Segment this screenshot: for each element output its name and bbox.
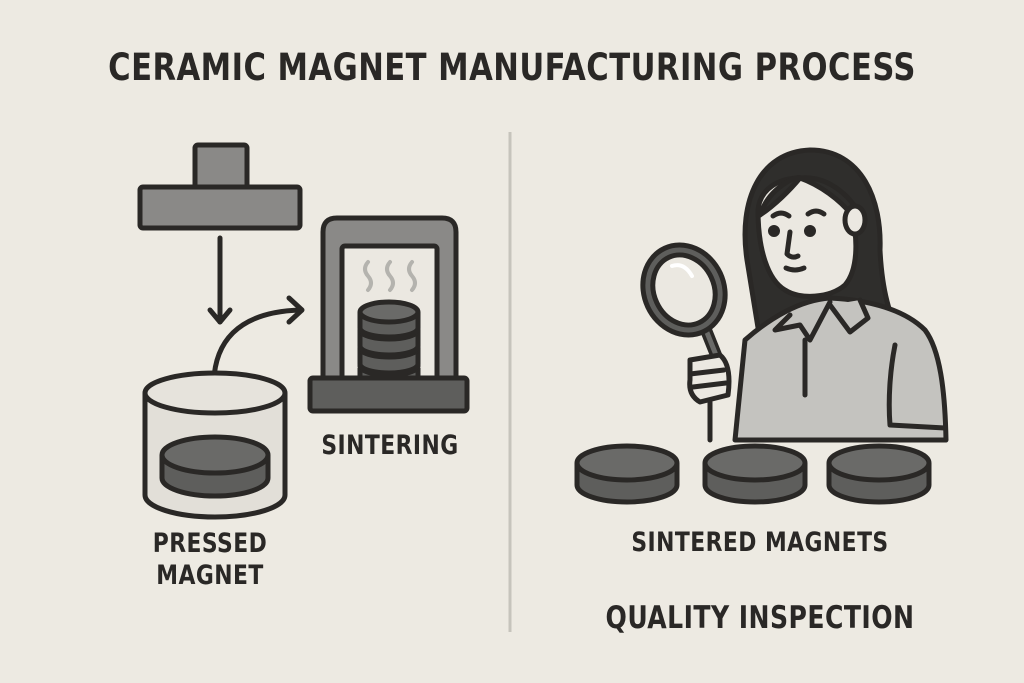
page-title: CERAMIC MAGNET MANUFACTURING PROCESS [108,46,916,89]
pressed-magnet-label: PRESSED MAGNET [129,528,291,592]
magnet-icon [574,443,680,505]
sintered-magnets-caption: SINTERED MAGNETS [631,527,889,558]
magnet-icon [826,443,932,505]
pressed-magnet-label-line2: MAGNET [156,560,264,591]
inspector-figure [732,147,949,443]
pressed-magnet-icon [142,370,288,520]
sintering-label: SINTERING [321,430,459,461]
sintered-magnets [574,443,932,505]
press-icon [137,142,303,231]
quality-inspection-title: QUALITY INSPECTION [605,600,915,636]
furnace-icon [307,215,470,414]
pressed-magnet-label-line1: PRESSED [152,528,268,559]
down-arrow-icon [207,235,233,325]
magnifying-glass-icon [640,242,732,443]
magnet-icon [702,443,808,505]
